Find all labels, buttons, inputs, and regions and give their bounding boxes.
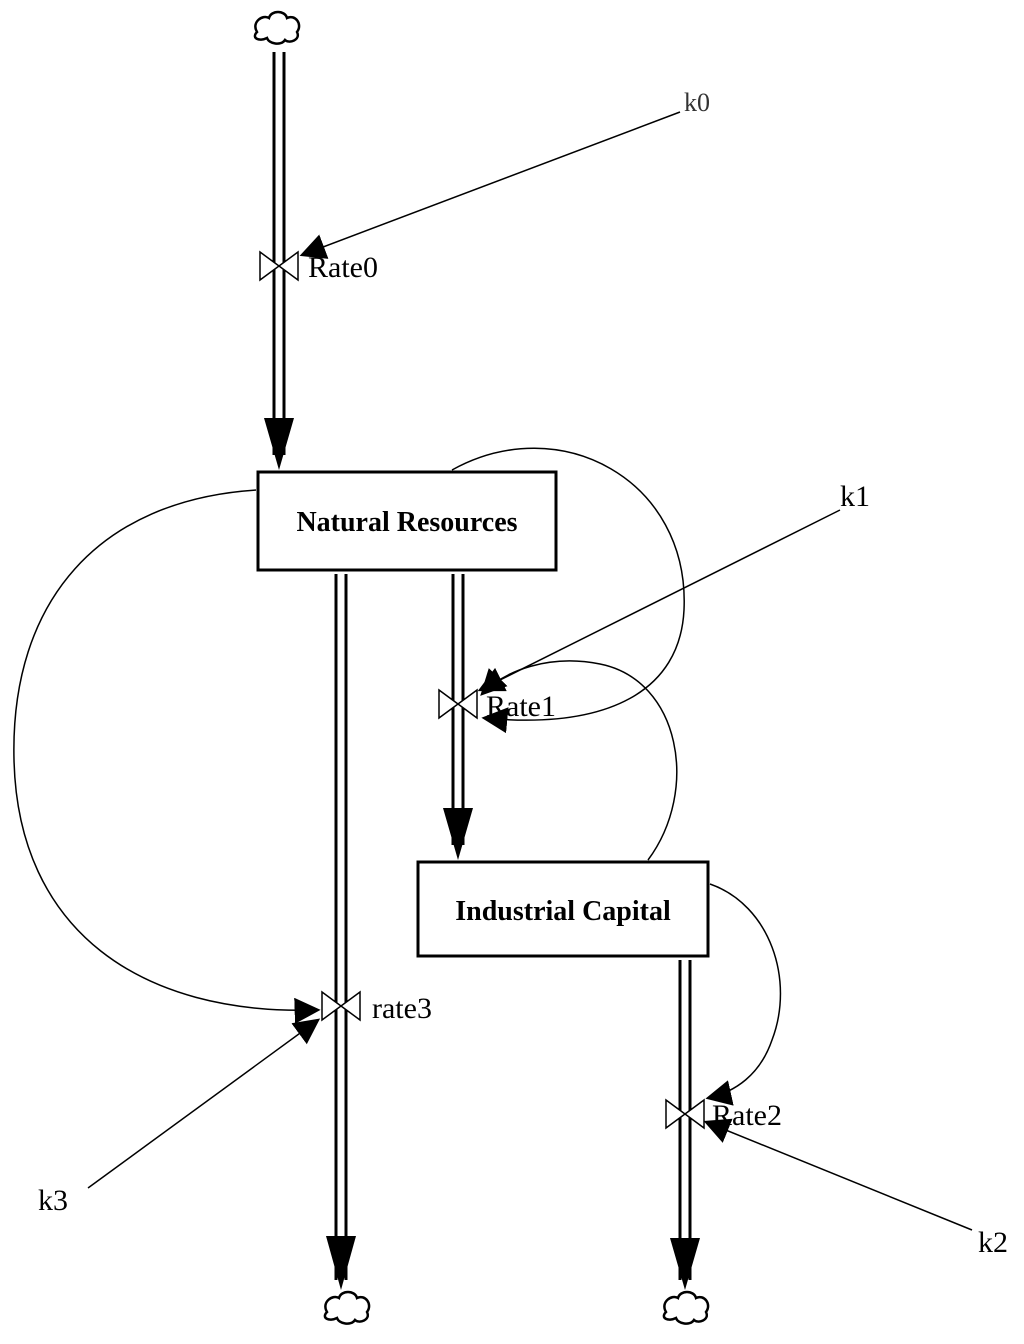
stock-industrial-capital[interactable]: Industrial Capital [416, 860, 710, 958]
cloud-icon-sink-bottom-left [323, 1290, 371, 1325]
valve-icon-rate0[interactable] [259, 250, 299, 282]
link-k2-to-rate2 [703, 1118, 973, 1231]
flow-pipe-rate3 [326, 574, 356, 1290]
constant-label-k0: k0 [684, 88, 710, 117]
stock-natural-resources[interactable]: Natural Resources [256, 470, 558, 572]
link-industrial-capital-to-rate2 [705, 883, 782, 1106]
constant-label-k1: k1 [840, 480, 870, 513]
link-k0-to-rate0 [299, 111, 681, 259]
valve-icon-rate3[interactable] [321, 990, 361, 1022]
link-natural-resources-to-rate1 [451, 447, 685, 734]
link-industrial-capital-to-rate1 [480, 660, 678, 861]
stock-label-industrial-capital: Industrial Capital [455, 896, 671, 927]
stock-label-natural-resources: Natural Resources [296, 507, 517, 538]
link-k1-to-rate1 [477, 509, 841, 692]
constant-label-k3: k3 [38, 1184, 68, 1217]
link-natural-resources-to-rate3 [13, 489, 321, 1024]
flow-pipe-rate1 [443, 574, 473, 860]
flow-pipe-rate0 [264, 52, 294, 470]
rate-label-rate0: Rate0 [308, 251, 378, 284]
valve-icon-rate2[interactable] [665, 1098, 705, 1130]
rate-label-rate1: Rate1 [486, 690, 556, 723]
valve-icon-rate1[interactable] [438, 688, 478, 720]
link-k3-to-rate3 [87, 1018, 321, 1189]
rate-label-rate3: rate3 [372, 992, 432, 1025]
cloud-icon-source-top [253, 10, 301, 45]
flow-pipe-rate2 [670, 960, 700, 1290]
rate-label-rate2: Rate2 [712, 1099, 782, 1132]
cloud-icon-sink-bottom-right [662, 1290, 710, 1325]
constant-label-k2: k2 [978, 1226, 1008, 1259]
